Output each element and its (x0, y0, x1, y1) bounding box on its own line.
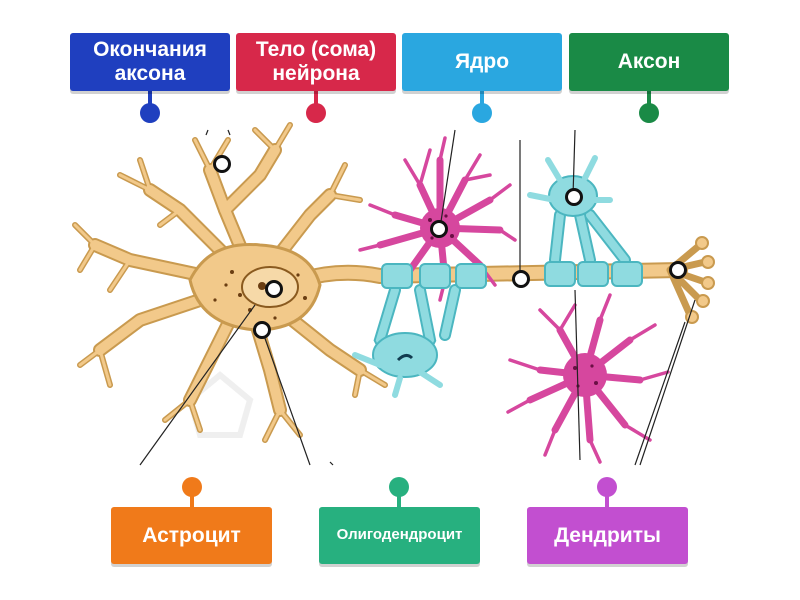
target-dot-nucleus[interactable] (265, 280, 283, 298)
pin-nucleus (472, 103, 492, 123)
pin-stem-axon (647, 90, 651, 110)
label-soma[interactable]: Тело (сома) нейрона (236, 33, 396, 91)
target-dot-oligodendrocyte[interactable] (565, 188, 583, 206)
pin-stem-dendrites (605, 490, 609, 510)
target-dot-dendrite-tip[interactable] (213, 155, 231, 173)
neuron-axon-terminals (666, 241, 709, 319)
pin-axon-terminals (140, 103, 160, 123)
label-axon-text: Аксон (617, 50, 681, 74)
neuron (72, 122, 715, 443)
pin-stem-astrocyte (190, 490, 194, 510)
pin-stem-soma (314, 90, 318, 110)
pin-axon (639, 103, 659, 123)
pin-soma (306, 103, 326, 123)
target-dot-axon-terminal[interactable] (669, 261, 687, 279)
pin-dendrites (597, 477, 617, 497)
target-dot-axon[interactable] (512, 270, 530, 288)
label-nucleus-text: Ядро (454, 50, 510, 74)
oligodendrocyte-cell-upper (527, 155, 631, 266)
label-dendrites-text: Дендриты (554, 523, 661, 547)
leader-lines (139, 129, 696, 466)
label-axon-terminals-text: Окончания аксона (93, 38, 207, 85)
label-astrocyte-text: Астроцит (142, 523, 241, 547)
label-oligodendrocyte-text: Олигодендроцит (336, 526, 463, 544)
label-dendrites[interactable]: Дендриты (527, 507, 688, 564)
pin-stem-nucleus (480, 90, 484, 110)
label-soma-text: Тело (сома) нейрона (255, 38, 377, 85)
pin-oligodendrocyte (389, 477, 409, 497)
neuron-dendrites-fill (73, 123, 387, 442)
pin-stem-oligodendrocyte (397, 490, 401, 510)
label-axon[interactable]: Аксон (569, 33, 729, 91)
pin-stem-axon-terminals (148, 90, 152, 110)
pin-astrocyte (182, 477, 202, 497)
oligodendrocyte-cell-lower (352, 284, 461, 398)
label-axon-terminals[interactable]: Окончания аксона (70, 33, 230, 91)
target-dot-soma[interactable] (253, 321, 271, 339)
label-nucleus[interactable]: Ядро (402, 33, 562, 91)
label-oligodendrocyte[interactable]: Олигодендроцит (319, 507, 480, 564)
astrocyte-cell-bottom (506, 293, 670, 464)
target-dot-astrocyte[interactable] (430, 220, 448, 238)
label-astrocyte[interactable]: Астроцит (111, 507, 272, 564)
myelin-sheaths (381, 261, 643, 289)
astrocyte-cell-top (358, 136, 517, 302)
